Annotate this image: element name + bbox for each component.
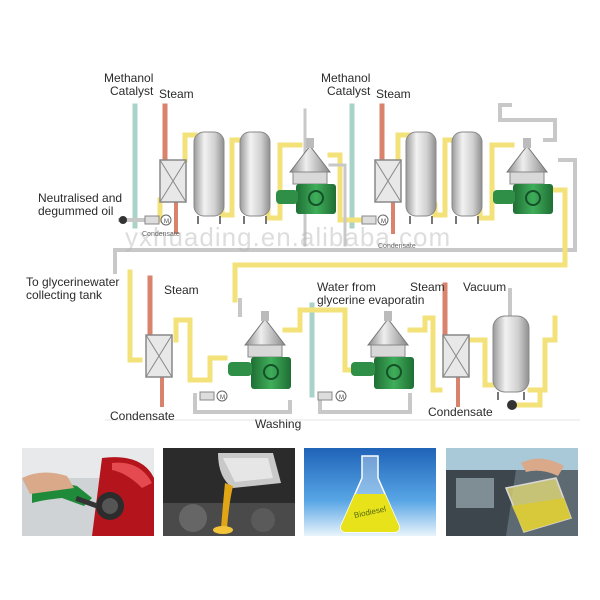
- label-steam-2: Steam: [376, 87, 411, 101]
- dosing-pump-1: M: [119, 214, 172, 226]
- washing-pump-1: M: [199, 390, 228, 402]
- oil-pouring-photo: [163, 448, 295, 536]
- heater-2: [374, 159, 402, 203]
- label-methanol-catalyst-2: Methanol Catalyst: [321, 71, 371, 98]
- label-to-glycerinewater: To glycerinewater collecting tank: [26, 275, 120, 302]
- watermark: yxhuading.en.alibaba.com: [125, 222, 452, 252]
- label-methanol-catalyst-1: Methanol Catalyst: [104, 71, 154, 98]
- svg-text:M: M: [381, 219, 386, 225]
- top-row-pipes: [113, 103, 577, 303]
- heater-1: [159, 159, 187, 203]
- fuel-nozzle-photo: [22, 448, 154, 536]
- label-neutralised-oil: Neutralised and degummed oil: [38, 191, 123, 218]
- reactor-tank-3: [405, 131, 437, 224]
- reactor-tank-1: [193, 131, 225, 224]
- heater-3: [145, 334, 173, 378]
- label-condensate-small-1: Condensate: [142, 231, 180, 238]
- svg-text:M: M: [339, 395, 344, 401]
- dosing-pump-2: M: [361, 214, 389, 226]
- separator-1: [276, 138, 336, 214]
- label-condensate-1: Condensate: [110, 409, 175, 423]
- label-condensate-small-2: Condensate: [378, 243, 416, 250]
- biodiesel-flask-photo: Biodiesel: [304, 448, 436, 536]
- svg-text:M: M: [164, 219, 169, 225]
- separator-4: [351, 311, 414, 389]
- bottom-row-pipes: [127, 269, 558, 414]
- label-steam-4: Steam: [410, 280, 445, 294]
- fuel-can-photo: [446, 448, 578, 536]
- label-water-from-glycerine: Water from glycerine evaporatin: [317, 280, 425, 307]
- product-outlet-pump: [507, 400, 517, 410]
- washing-pump-2: M: [317, 390, 347, 402]
- separator-2: [493, 138, 553, 214]
- vacuum-dryer-vessel: [492, 315, 530, 400]
- label-washing: Washing: [255, 417, 302, 431]
- separator-3: [228, 311, 291, 389]
- label-condensate-2: Condensate: [428, 405, 493, 419]
- reactor-tank-2: [239, 131, 271, 224]
- label-steam-1: Steam: [159, 87, 194, 101]
- reactor-tank-4: [451, 131, 483, 224]
- label-steam-3: Steam: [164, 283, 199, 297]
- label-vacuum: Vacuum: [463, 280, 507, 294]
- heater-4: [442, 334, 470, 378]
- svg-text:M: M: [220, 395, 225, 401]
